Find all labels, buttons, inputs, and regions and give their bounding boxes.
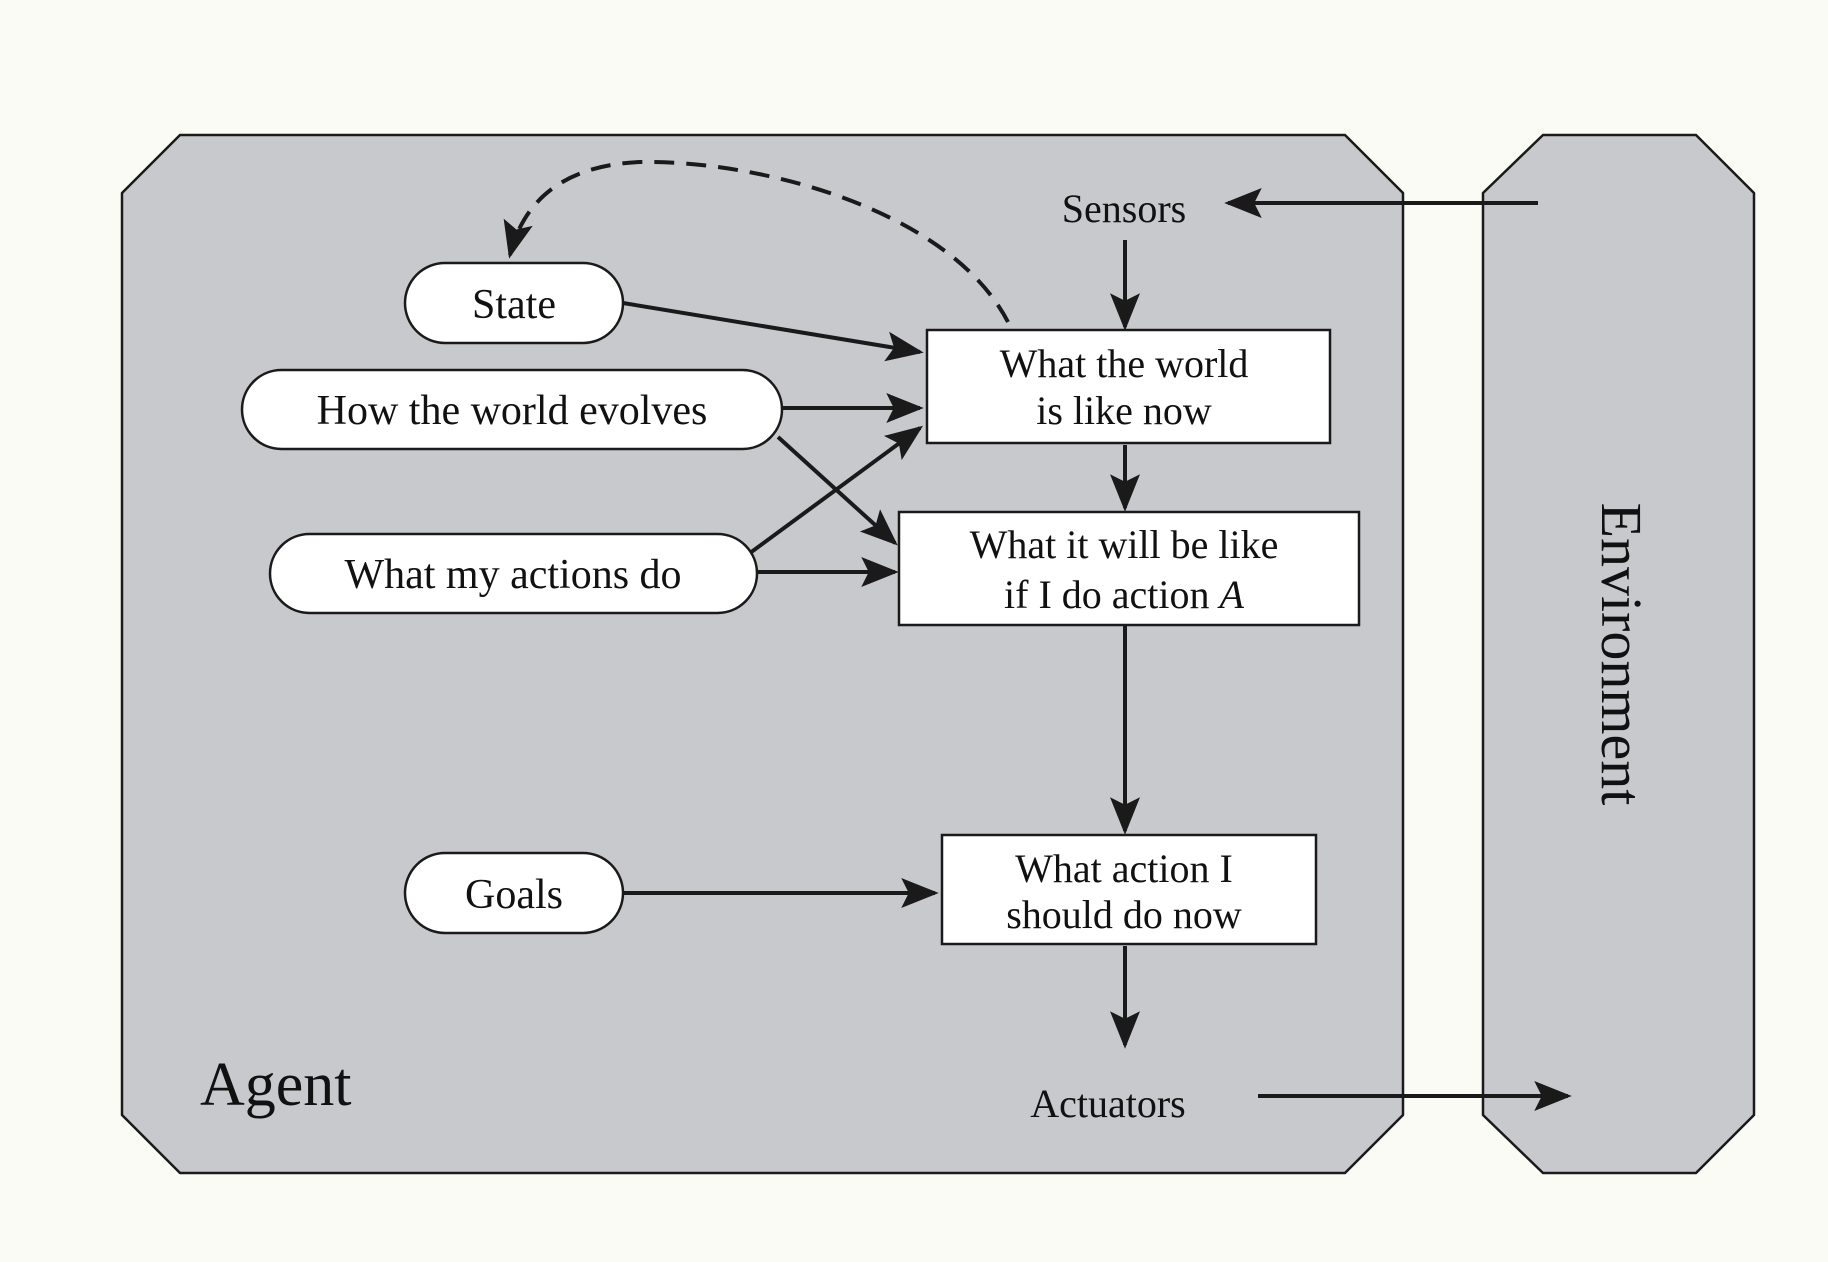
will-be-like-box: What it will be like if I do action A <box>897 510 1361 627</box>
goals-node: Goals <box>403 851 625 935</box>
sensors-label: Sensors <box>1062 186 1186 231</box>
what-my-actions-do-node: What my actions do <box>268 532 759 615</box>
will-be-like-action-var: A <box>1217 572 1245 617</box>
environment-label: Environment <box>1589 503 1654 806</box>
state-to-world-arrow <box>622 301 924 362</box>
goals-label: Goals <box>465 872 563 918</box>
agent-label: Agent <box>200 1051 352 1119</box>
world-now-line2: is like now <box>1036 388 1212 433</box>
how-world-evolves-label: How the world evolves <box>317 388 708 434</box>
how-world-evolves-node: How the world evolves <box>240 368 784 451</box>
world-to-state-dashed-arrow <box>503 159 1010 323</box>
action-now-line2: should do now <box>1006 892 1242 937</box>
will-be-like-line2-prefix: if I do action <box>1004 572 1220 617</box>
action-now-box: What action I should do now <box>940 833 1318 946</box>
state-label: State <box>472 282 556 328</box>
will-be-like-line2: if I do action A <box>1004 572 1245 617</box>
arrows <box>503 159 1572 1111</box>
world-now-box: What the world is like now <box>925 328 1332 445</box>
actions-to-world-arrow <box>748 425 924 555</box>
agent-panel <box>120 133 1405 1175</box>
state-node: State <box>403 261 625 345</box>
what-my-actions-do-label: What my actions do <box>344 552 681 598</box>
world-now-line1: What the world <box>1000 341 1249 386</box>
environment-panel <box>1481 133 1756 1175</box>
will-be-like-line1: What it will be like <box>970 522 1279 567</box>
actuators-label: Actuators <box>1030 1081 1186 1126</box>
action-now-line1: What action I <box>1015 846 1233 891</box>
